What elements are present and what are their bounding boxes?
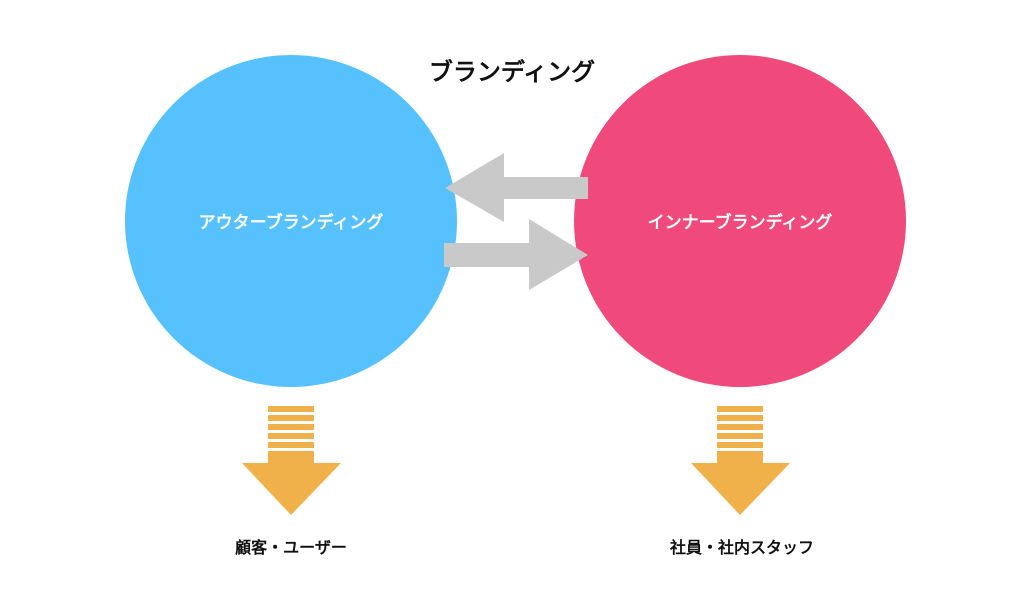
outer-branding-label: アウターブランディング (199, 212, 384, 233)
arrow-right-icon (444, 219, 588, 290)
outer-target-label: 顧客・ユーザー (235, 538, 347, 557)
diagram-title: ブランディング (428, 58, 596, 86)
inner-branding-label: インナーブランディング (648, 212, 833, 233)
outer-branding-circle (125, 55, 457, 387)
inner-branding-circle (574, 55, 906, 387)
down-arrow-inner-icon (691, 406, 790, 515)
inner-target-label: 社員・社内スタッフ (669, 538, 814, 557)
down-arrow-outer-icon (242, 406, 341, 515)
arrow-left-icon (445, 153, 588, 222)
